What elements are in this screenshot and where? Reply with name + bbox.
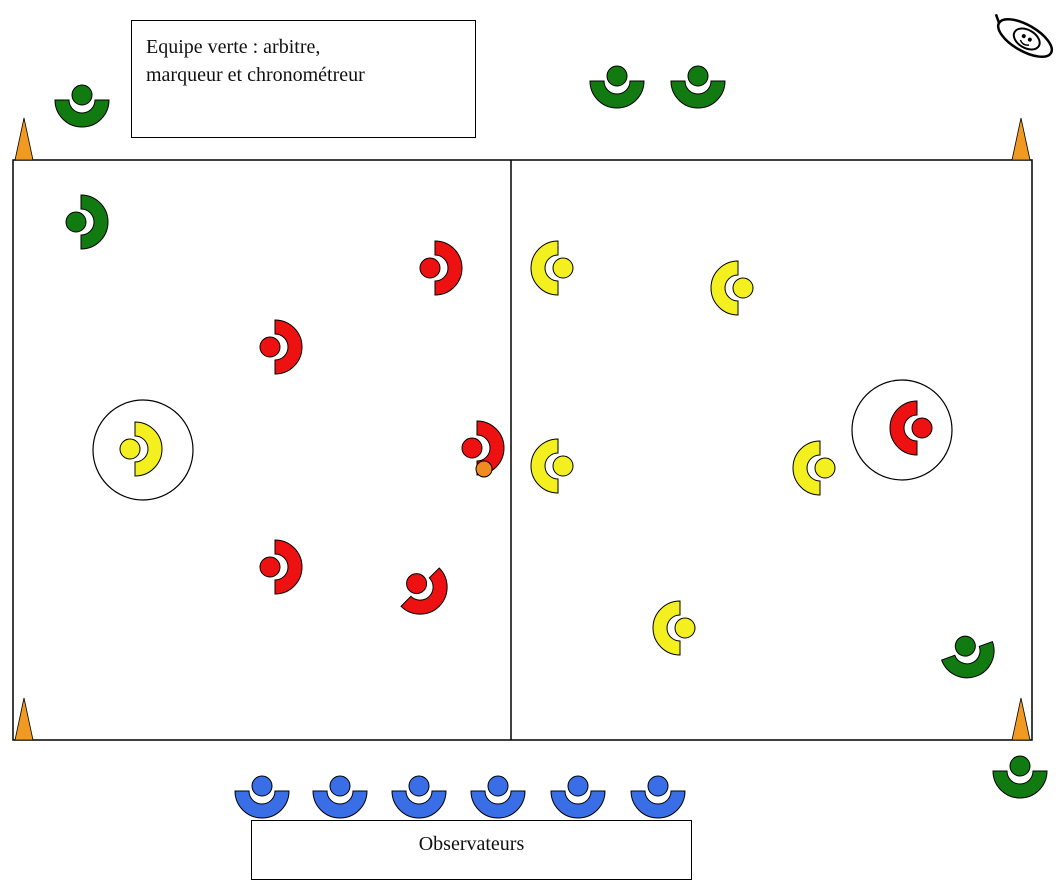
- zone-circle-right: [851, 379, 953, 481]
- green-team-label-line2: marqueur et chronométreur: [146, 64, 365, 86]
- court-boundary: [12, 159, 1033, 741]
- cones-group: [14, 117, 1031, 741]
- player-yellow-1: [530, 240, 574, 296]
- player-red-6: [889, 400, 933, 456]
- player-blue-3: [391, 775, 447, 819]
- player-yellow-6: [652, 600, 696, 656]
- cone-icon-1: [14, 117, 34, 161]
- observers-label: Observateurs: [418, 833, 525, 855]
- player-yellow-2: [710, 260, 754, 316]
- observers-label-box: Observateurs: [251, 820, 692, 880]
- cone-icon-2: [1011, 117, 1031, 161]
- player-green-2: [589, 65, 645, 109]
- player-blue-2: [312, 775, 368, 819]
- player-yellow-3: [119, 421, 163, 477]
- green-team-label-line1: Equipe verte : arbitre,: [146, 36, 321, 58]
- player-green-1: [54, 84, 110, 128]
- cone-icon-4: [1011, 697, 1031, 741]
- player-red-1: [419, 240, 463, 296]
- ball-icon: [475, 460, 493, 478]
- player-green-6: [992, 755, 1048, 799]
- player-green-4: [65, 194, 109, 250]
- player-blue-4: [470, 775, 526, 819]
- player-yellow-5: [792, 440, 836, 496]
- player-green-3: [670, 65, 726, 109]
- player-blue-6: [630, 775, 686, 819]
- player-green-5: [941, 635, 995, 679]
- cone-icon-3: [14, 697, 34, 741]
- green-team-label-box: Equipe verte : arbitre, marqueur et chro…: [131, 20, 476, 138]
- player-red-4: [259, 539, 303, 595]
- player-blue-5: [550, 775, 606, 819]
- zone-circle-left: [92, 399, 194, 501]
- player-blue-1: [234, 775, 290, 819]
- player-red-2: [259, 319, 303, 375]
- player-yellow-4: [530, 438, 574, 494]
- players-group: [54, 65, 1048, 819]
- whistle-icon: [994, 13, 1054, 59]
- player-red-5: [400, 567, 448, 615]
